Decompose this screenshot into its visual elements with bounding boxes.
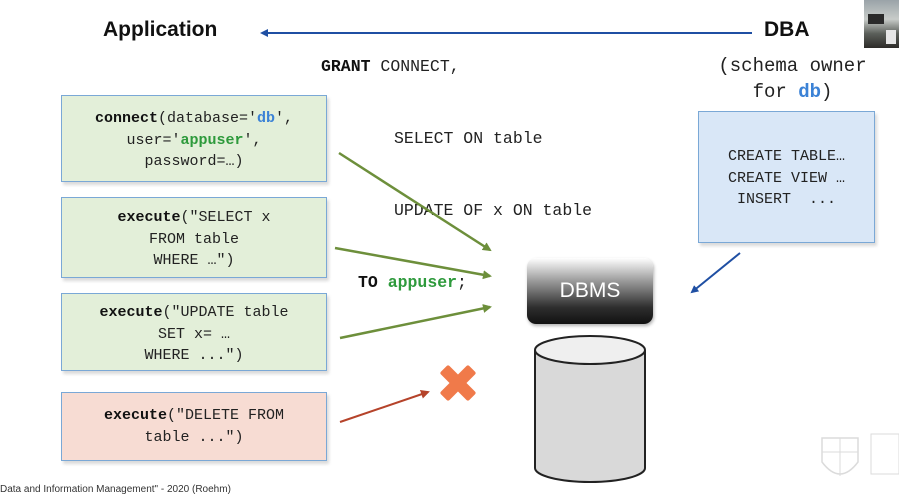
select-line-1: execute("SELECT x — [117, 209, 271, 226]
update-arrow — [339, 304, 492, 340]
grant-line-4: TO appuser; — [358, 273, 467, 292]
select-line-3: WHERE …") — [153, 252, 235, 269]
dbms-box: DBMS — [527, 258, 653, 324]
update-line-1: execute("UPDATE table — [99, 304, 289, 321]
delete-box: execute("DELETE FROM table ...") — [61, 392, 327, 461]
dba-subtitle: (schema owner for db) — [718, 55, 867, 103]
dba-box: CREATE TABLE… CREATE VIEW … INSERT ... — [698, 111, 875, 243]
grant-line-1: GRANT CONNECT, — [321, 57, 460, 76]
grant-statement: GRANT CONNECT, SELECT ON table UPDATE OF… — [321, 7, 592, 319]
connect-line-2: user='appuser', — [126, 131, 262, 149]
delete-line-2: table ...") — [144, 428, 244, 446]
footer-citation: Data and Information Management" - 2020 … — [0, 484, 231, 495]
delete-line-1: execute("DELETE FROM — [103, 407, 285, 424]
denied-cross-icon — [440, 365, 476, 401]
select-box: execute("SELECT x FROM table WHERE …") — [61, 197, 327, 278]
university-crest-watermark — [821, 433, 899, 476]
select-arrow — [334, 246, 492, 280]
select-line-2: FROM table — [148, 230, 239, 248]
update-line-3: WHERE ...") — [144, 347, 244, 364]
connect-arrow — [338, 151, 492, 252]
dba-heading: DBA — [764, 18, 810, 41]
update-box: execute("UPDATE table SET x= … WHERE ...… — [61, 293, 327, 371]
dba-box-line-3: INSERT ... — [736, 191, 837, 208]
grant-line-2: SELECT ON table — [394, 129, 543, 148]
dba-box-line-2: CREATE VIEW … — [727, 169, 846, 187]
grant-line-3: UPDATE OF x ON table — [394, 201, 593, 220]
connect-line-3: password=…) — [144, 153, 244, 170]
dba-arrow — [690, 252, 741, 294]
dba-box-line-1: CREATE TABLE… — [727, 148, 846, 165]
connect-line-1: connect(database='db', — [94, 110, 294, 127]
presenter-video-thumbnail — [864, 0, 899, 48]
update-line-2: SET x= … — [157, 325, 230, 343]
delete-arrow — [339, 389, 430, 423]
connect-box: connect(database='db', user='appuser', p… — [61, 95, 327, 182]
application-heading: Application — [103, 18, 218, 41]
database-cylinder-icon — [534, 335, 646, 483]
